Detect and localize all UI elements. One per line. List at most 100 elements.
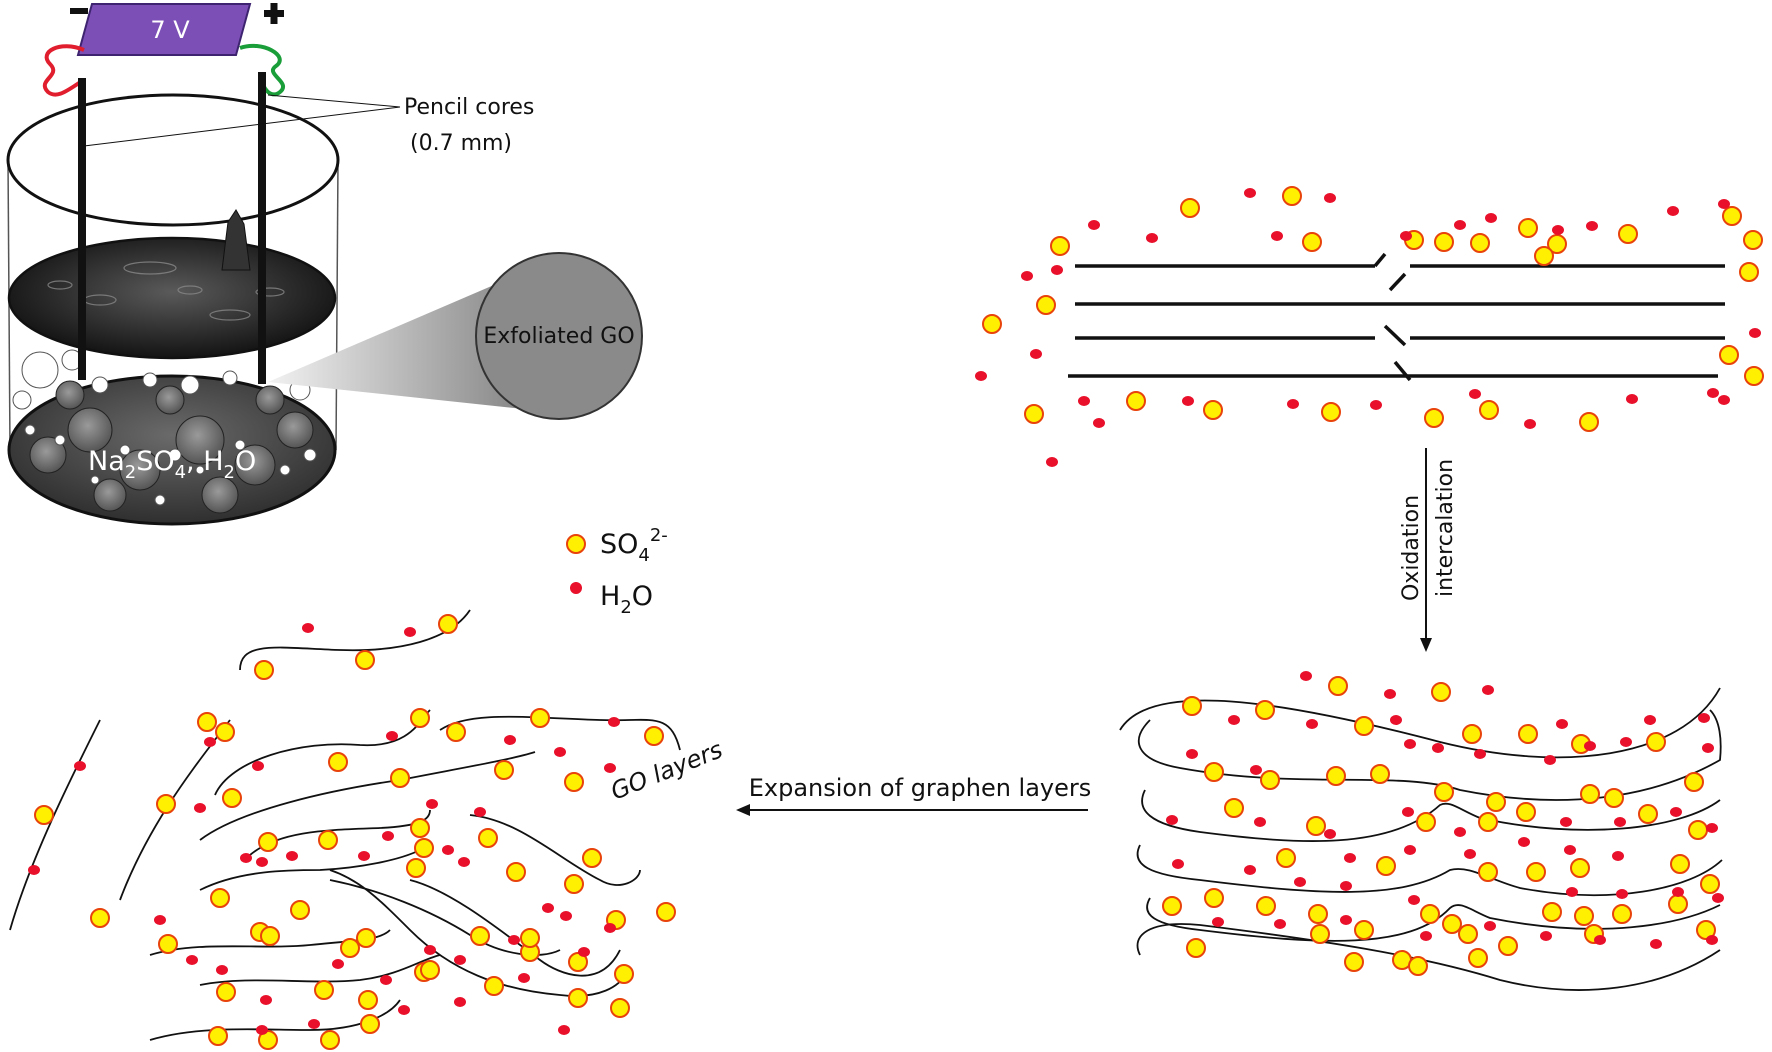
sulfate-ion (1478, 812, 1498, 832)
water-molecule (1274, 919, 1286, 929)
water-molecule (1228, 715, 1240, 725)
sulfate-ion (314, 980, 334, 1000)
sulfate-ion (1470, 233, 1490, 253)
water-molecule (1564, 845, 1576, 855)
water-molecule (1051, 265, 1063, 275)
water-molecule (1300, 671, 1312, 681)
sulfate-ion (484, 976, 504, 996)
water-molecule (1172, 859, 1184, 869)
water-molecule (1484, 921, 1496, 931)
sulfate-ion (1570, 858, 1590, 878)
water-molecule (1620, 737, 1632, 747)
water-molecule (474, 807, 486, 817)
water-molecule (1454, 220, 1466, 230)
sulfate-ion (614, 964, 634, 984)
sulfate-ion (208, 1026, 228, 1046)
water-molecule (554, 747, 566, 757)
sulfate-ion (410, 708, 430, 728)
water-molecule (1556, 719, 1568, 729)
water-molecule (1271, 231, 1283, 241)
water-molecule (604, 923, 616, 933)
sulfate-ion (358, 990, 378, 1010)
sulfate-ion (258, 1030, 278, 1050)
sulfate-ion (1744, 366, 1764, 386)
water-molecule (1384, 689, 1396, 699)
water-molecule (1616, 889, 1628, 899)
water-molecule (332, 959, 344, 969)
expansion-label: Expansion of graphen layers (749, 774, 1092, 802)
sulfate-ion (1516, 802, 1536, 822)
water-molecule (1324, 193, 1336, 203)
sulfate-ion (1638, 804, 1658, 824)
sulfate-ion (1700, 874, 1720, 894)
sulfate-ion (1344, 952, 1364, 972)
water-molecule (1612, 851, 1624, 861)
electrolyte-particles (29, 380, 314, 514)
water-molecule (426, 799, 438, 809)
sulfate-ion (290, 900, 310, 920)
plus-sign-icon (264, 3, 284, 24)
electrochemical-cell: 7 V (6, 3, 643, 526)
sulfate-ion (1302, 232, 1322, 252)
sulfate-ion (1579, 412, 1599, 432)
sulfate-ion (1431, 682, 1451, 702)
sulfate-ion (1518, 724, 1538, 744)
positive-wire (239, 43, 285, 97)
water-molecule (1594, 935, 1606, 945)
beaker-rim (6, 93, 340, 227)
water-molecule (1524, 419, 1536, 429)
water-molecule (1402, 807, 1414, 817)
water-molecule (308, 1019, 320, 1029)
sulfate-ion (520, 928, 540, 948)
water-molecule (558, 1025, 570, 1035)
sulfate-ion (1646, 732, 1666, 752)
sulfate-ion (1162, 896, 1182, 916)
water-molecule (1650, 939, 1662, 949)
sulfate-ion (90, 908, 110, 928)
sulfate-ion (197, 712, 217, 732)
sulfate-ion (982, 314, 1002, 334)
water-molecule (382, 831, 394, 841)
sulfate-ion (564, 874, 584, 894)
water-molecule (1584, 741, 1596, 751)
water-molecule (1718, 199, 1730, 209)
water-molecule (256, 1025, 268, 1035)
water-molecule (1186, 749, 1198, 759)
water-molecule (1324, 829, 1336, 839)
intercalation-label: intercalation (1433, 459, 1458, 597)
water-molecule (1078, 396, 1090, 406)
sulfate-ion (568, 952, 588, 972)
sulfate-ion (1256, 896, 1276, 916)
sulfate-ion (1126, 391, 1146, 411)
water-molecule (1644, 715, 1656, 725)
sulfate-ion (340, 938, 360, 958)
water-molecule (1212, 917, 1224, 927)
negative-wire (42, 44, 85, 97)
water-molecule (1344, 853, 1356, 863)
sulfate-ion (222, 788, 242, 808)
sulfate-ion (34, 805, 54, 825)
water-molecule (358, 851, 370, 861)
water-legend-label: H2O (600, 581, 653, 618)
expanded-layers (1119, 687, 1723, 991)
water-molecule (1244, 865, 1256, 875)
sulfate-ion (1424, 408, 1444, 428)
graphite-layers (1068, 252, 1725, 382)
water-molecule (1088, 220, 1100, 230)
sulfate-ion (470, 926, 490, 946)
water-molecule (1540, 931, 1552, 941)
sulfate-ion (582, 848, 602, 868)
water-molecule (1670, 807, 1682, 817)
water-molecule (1182, 396, 1194, 406)
sulfate-ion (1050, 236, 1070, 256)
sulfate-ion (1574, 906, 1594, 926)
water-molecule (1560, 817, 1572, 827)
water-molecule (1021, 271, 1033, 281)
water-molecule (1614, 817, 1626, 827)
sulfate-ion (420, 960, 440, 980)
pencil-size-label: (0.7 mm) (410, 131, 512, 156)
electrolyte-label: Na2SO4, H2O (88, 446, 256, 483)
sulfate-ion (158, 934, 178, 954)
water-molecule (1667, 206, 1679, 216)
sulfate-ion (1306, 816, 1326, 836)
